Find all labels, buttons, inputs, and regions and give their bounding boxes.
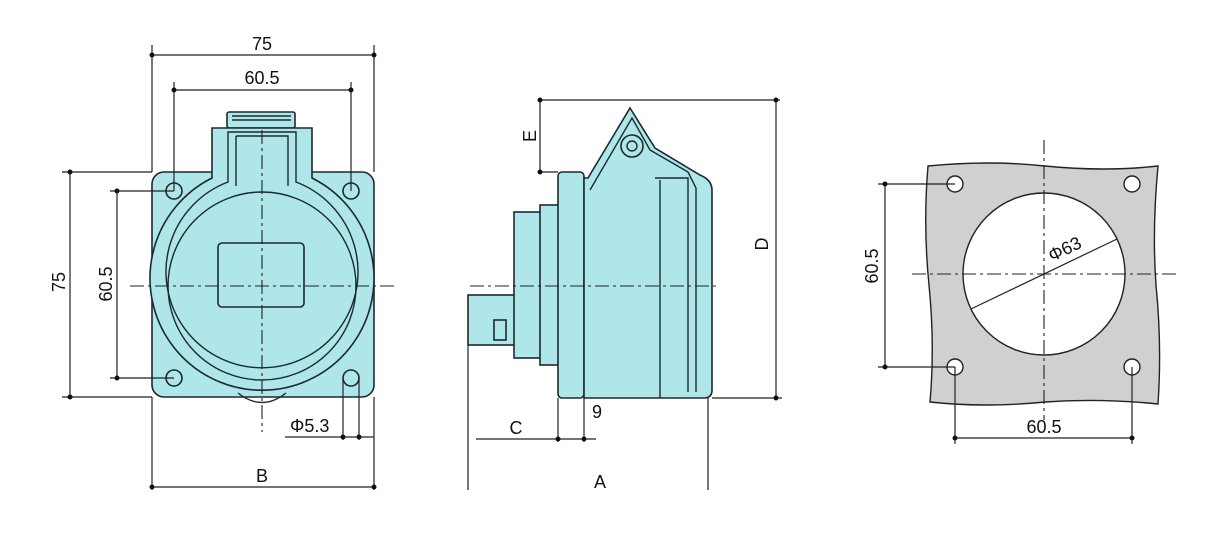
cutout-horizontal-spacing-label: 60.5 <box>1026 417 1061 437</box>
front-label-window <box>217 242 305 308</box>
front-hole-diameter-label: Φ5.3 <box>290 416 329 436</box>
front-mounting-hole-br <box>342 369 360 387</box>
side-dim-9-label: 9 <box>592 402 602 422</box>
front-height-outer-label: 75 <box>49 272 69 292</box>
side-front-body <box>583 106 713 399</box>
side-dim-c-label: C <box>510 418 523 438</box>
cutout-vertical-spacing-label: 60.5 <box>862 248 882 283</box>
side-dim-a-label: A <box>594 472 606 492</box>
front-width-outer-label: 75 <box>252 34 272 54</box>
front-view: 75 60.5 75 60.5 Φ5.3 B <box>49 34 396 490</box>
cutout-view: Φ63 60.5 60.5 <box>862 140 1176 444</box>
front-width-holes-label: 60.5 <box>244 68 279 88</box>
side-rear-body <box>513 211 545 359</box>
side-view: E D C 9 A <box>467 97 782 492</box>
side-flange <box>557 171 585 399</box>
side-hinge <box>620 134 644 158</box>
front-height-holes-label: 60.5 <box>96 266 116 301</box>
front-dim-b-label: B <box>256 466 268 486</box>
side-dim-d-label: D <box>752 238 772 251</box>
side-rear-connector <box>467 294 517 346</box>
side-dim-e-label: E <box>520 130 540 142</box>
cutout-hole-tr <box>1123 175 1141 193</box>
